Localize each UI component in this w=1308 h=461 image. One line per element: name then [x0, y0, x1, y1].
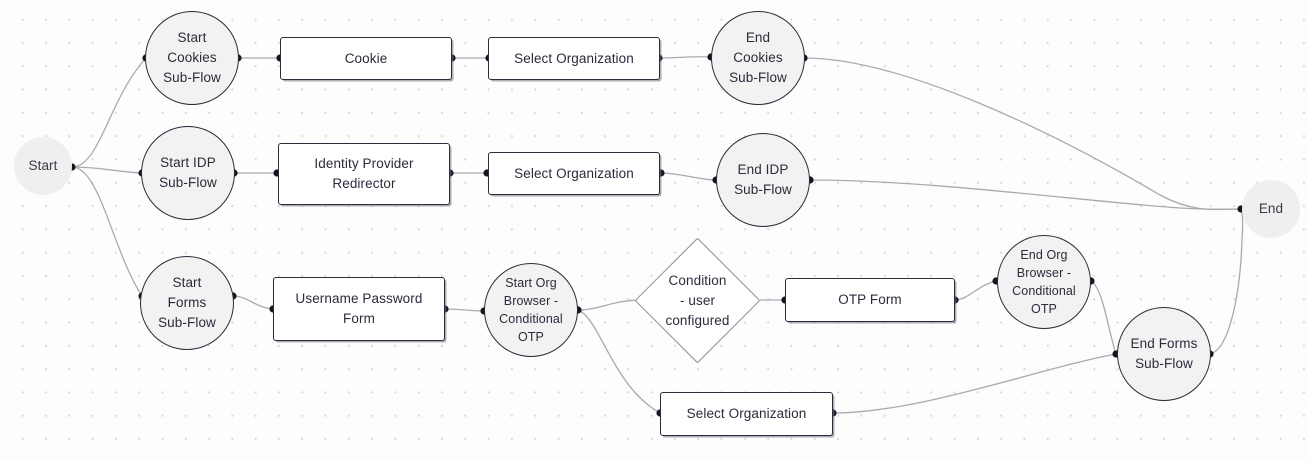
edge-start-to-start-forms [71, 166, 143, 297]
edge-end-idp-to-end [809, 179, 1240, 210]
node-start-idp-sub-flow-label: Start IDP Sub-Flow [159, 155, 217, 190]
node-start-idp-sub-flow[interactable]: Start IDP Sub-Flow [141, 126, 235, 220]
edge-username-password-form-to-start-org-browser [444, 308, 485, 312]
edge-select-org-2-to-end-idp [660, 172, 717, 181]
node-select-organization-cookies-label: Select Organization [514, 50, 634, 66]
node-end-idp-sub-flow[interactable]: End IDP Sub-Flow [716, 133, 810, 227]
node-select-organization-cookies[interactable]: Select Organization [488, 37, 660, 80]
node-identity-provider-redirector[interactable]: Identity Provider Redirector [278, 143, 450, 205]
node-start-label: Start [28, 158, 58, 173]
node-end-cookies-sub-flow[interactable]: End Cookies Sub-Flow [711, 11, 805, 105]
edge-end-cookies-to-end [803, 57, 1240, 211]
node-end-forms-sub-flow-label: End Forms Sub-Flow [1130, 336, 1198, 371]
node-otp-form[interactable]: OTP Form [785, 278, 955, 322]
node-condition-user-configured-label: Condition - user configured [665, 272, 730, 328]
node-start-forms-sub-flow[interactable]: Start Forms Sub-Flow [140, 256, 234, 350]
edge-start-forms-to-username-password-form [232, 295, 274, 310]
edge-end-forms-to-end [1209, 208, 1244, 355]
node-select-organization-forms-label: Select Organization [686, 406, 807, 421]
node-start-org-browser-conditional-otp-label: Start Org Browser - Conditional OTP [499, 276, 563, 344]
node-end[interactable]: End [1242, 180, 1300, 238]
node-start-cookies-sub-flow-label: Start Cookies Sub-Flow [163, 30, 221, 85]
node-end-label: End [1258, 201, 1284, 216]
node-username-password-form-label: Username Password Form [295, 291, 423, 326]
node-start-cookies-sub-flow[interactable]: Start Cookies Sub-Flow [145, 11, 239, 105]
node-select-organization-idp[interactable]: Select Organization [488, 152, 660, 195]
node-end-forms-sub-flow[interactable]: End Forms Sub-Flow [1117, 307, 1211, 401]
node-end-org-browser-conditional-otp-label: End Org Browser - Conditional OTP [1012, 248, 1076, 316]
node-end-idp-sub-flow-label: End IDP Sub-Flow [734, 162, 792, 197]
node-select-organization-idp-label: Select Organization [514, 165, 634, 181]
edge-select-org-3-to-end-forms [832, 353, 1117, 414]
node-identity-provider-redirector-label: Identity Provider Redirector [314, 156, 414, 191]
edge-otp-form-to-end-org-browser [954, 280, 997, 301]
node-start[interactable]: Start [14, 137, 72, 195]
node-end-org-browser-conditional-otp[interactable]: End Org Browser - Conditional OTP [997, 235, 1091, 329]
node-username-password-form[interactable]: Username Password Form [273, 277, 445, 341]
node-start-org-browser-conditional-otp[interactable]: Start Org Browser - Conditional OTP [484, 263, 578, 357]
edge-start-org-browser-to-condition [577, 299, 638, 311]
node-cookie[interactable]: Cookie [280, 37, 452, 80]
edge-end-org-browser-to-end-forms [1090, 280, 1117, 355]
edge-start-org-browser-to-select-org-3 [577, 309, 661, 414]
node-otp-form-label: OTP Form [838, 292, 902, 307]
node-end-cookies-sub-flow-label: End Cookies Sub-Flow [729, 30, 787, 85]
node-cookie-label: Cookie [344, 50, 388, 66]
edge-select-org-1-to-end-cookies [658, 56, 712, 59]
node-select-organization-forms[interactable]: Select Organization [660, 392, 833, 436]
node-start-forms-sub-flow-label: Start Forms Sub-Flow [158, 275, 216, 330]
edge-ports [68, 53, 1245, 417]
edge-start-to-start-cookies [71, 57, 147, 168]
node-condition-user-configured[interactable]: Condition - user configured [634, 237, 761, 364]
edge-start-to-start-idp [71, 166, 143, 174]
